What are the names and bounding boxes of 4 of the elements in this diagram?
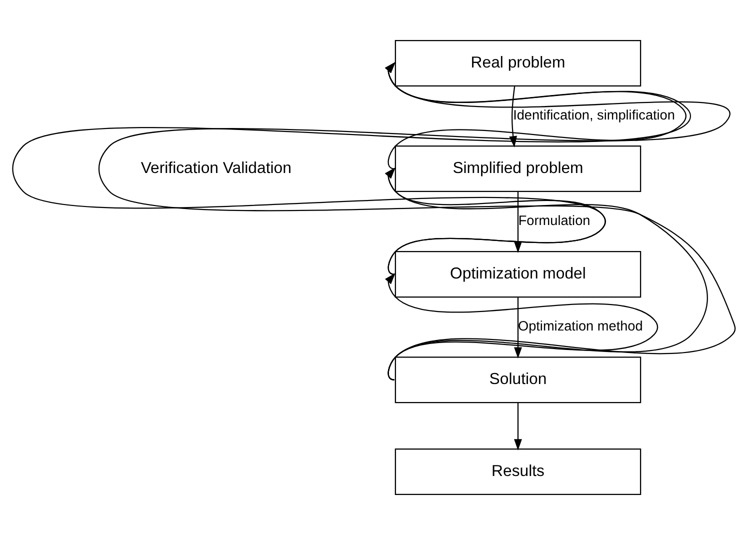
edge-label: Identification, simplification [513,107,675,122]
edge-label: Formulation [518,212,590,228]
label: Verification Validation [140,159,292,176]
edge-label: Optimization method [518,318,643,334]
